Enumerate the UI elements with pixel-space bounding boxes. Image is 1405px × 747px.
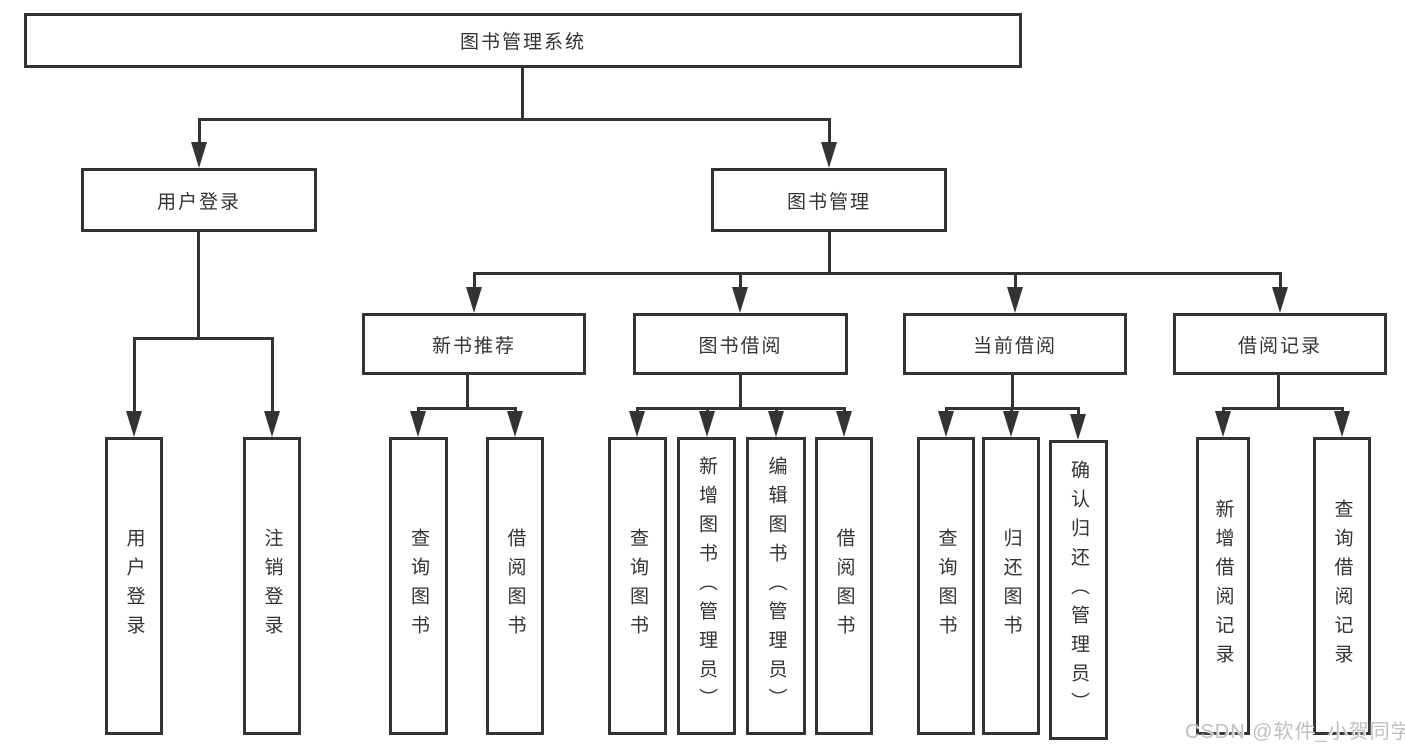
node-book-management: 图书管理 bbox=[711, 168, 947, 232]
node-current-borrow-label: 当前借阅 bbox=[972, 335, 1057, 357]
node-book-management-label: 图书管理 bbox=[786, 191, 871, 213]
connector-records-rail bbox=[1222, 407, 1342, 410]
node-library-management-system: 图书管理系统 bbox=[24, 13, 1022, 68]
leaf-borrow-borrow-books: 借阅图书 bbox=[815, 437, 873, 735]
arrowhead-to-borrow-query bbox=[629, 411, 645, 437]
connector-drop-leaf-login bbox=[133, 337, 136, 413]
arrowhead-to-leaf-login bbox=[126, 411, 142, 437]
node-new-book-recommend-label: 新书推荐 bbox=[431, 335, 516, 357]
leaf-user-login-label: 用户登录 bbox=[123, 528, 145, 644]
arrowhead-to-borrow-records bbox=[1272, 287, 1288, 313]
arrowhead-to-leaf-logout bbox=[264, 411, 280, 437]
node-new-book-recommend: 新书推荐 bbox=[362, 313, 586, 375]
leaf-records-query-record-label: 查询借阅记录 bbox=[1331, 499, 1353, 673]
leaf-recommend-borrow-books-label: 借阅图书 bbox=[504, 528, 526, 644]
connector-user-login-rail bbox=[133, 337, 273, 340]
node-book-borrow: 图书借阅 bbox=[633, 313, 848, 375]
leaf-logout: 注销登录 bbox=[243, 437, 301, 735]
arrowhead-to-recommend-borrow bbox=[507, 411, 523, 437]
connector-drop-leaf-logout bbox=[271, 337, 274, 413]
connector-records-stem bbox=[1277, 375, 1280, 407]
leaf-borrow-borrow-books-label: 借阅图书 bbox=[833, 528, 855, 644]
leaf-current-query-books: 查询图书 bbox=[917, 437, 975, 735]
connector-user-login-stem bbox=[197, 232, 200, 337]
connector-borrow-stem bbox=[739, 375, 742, 407]
node-book-borrow-label: 图书借阅 bbox=[698, 335, 783, 357]
arrowhead-to-records-query bbox=[1334, 411, 1350, 437]
connector-current-stem bbox=[1011, 375, 1014, 407]
node-borrow-records: 借阅记录 bbox=[1173, 313, 1387, 375]
arrowhead-to-borrow-edit bbox=[768, 411, 784, 437]
leaf-current-return-books-label: 归还图书 bbox=[1000, 528, 1022, 644]
leaf-borrow-query-books-label: 查询图书 bbox=[627, 528, 648, 644]
arrowhead-to-current-query bbox=[938, 411, 954, 437]
leaf-recommend-query-books: 查询图书 bbox=[389, 437, 448, 735]
leaf-recommend-borrow-books: 借阅图书 bbox=[486, 437, 544, 735]
arrowhead-to-new-book-recommend bbox=[466, 287, 482, 313]
connector-book-management-rail bbox=[473, 272, 1281, 275]
node-user-login: 用户登录 bbox=[81, 168, 317, 232]
connector-borrow-rail bbox=[636, 407, 845, 410]
arrowhead-to-book-borrow bbox=[732, 287, 748, 313]
leaf-borrow-edit-books: 编辑图书（管理员） bbox=[746, 437, 806, 735]
arrowhead-to-current-borrow bbox=[1007, 287, 1023, 313]
connector-drop-current-confirm bbox=[1077, 407, 1080, 418]
leaf-borrow-add-books-label: 新增图书（管理员） bbox=[696, 455, 717, 717]
leaf-borrow-edit-books-label: 编辑图书（管理员） bbox=[765, 455, 787, 717]
arrowhead-to-book-management bbox=[821, 142, 837, 168]
connector-recommend-rail bbox=[417, 407, 516, 410]
connector-drop-user-login bbox=[198, 118, 201, 144]
leaf-borrow-query-books: 查询图书 bbox=[608, 437, 667, 735]
connector-drop-borrow-records bbox=[1279, 272, 1282, 289]
leaf-current-return-books: 归还图书 bbox=[982, 437, 1040, 735]
leaf-current-confirm-return-label: 确认归还（管理员） bbox=[1068, 459, 1089, 721]
leaf-current-query-books-label: 查询图书 bbox=[935, 528, 957, 644]
arrowhead-to-user-login bbox=[191, 142, 207, 168]
arrowhead-to-current-return bbox=[1003, 411, 1019, 437]
connector-root-rail bbox=[198, 118, 831, 121]
leaf-logout-label: 注销登录 bbox=[261, 528, 283, 644]
leaf-records-add-record: 新增借阅记录 bbox=[1196, 437, 1250, 735]
connector-drop-current-borrow bbox=[1014, 272, 1017, 289]
connector-drop-book-management bbox=[828, 118, 831, 144]
connector-recommend-stem bbox=[466, 375, 469, 407]
connector-book-management-stem bbox=[828, 232, 831, 272]
arrowhead-to-borrow-borrow bbox=[836, 411, 852, 437]
leaf-borrow-add-books: 新增图书（管理员） bbox=[677, 437, 736, 735]
arrowhead-to-current-confirm bbox=[1070, 414, 1086, 440]
leaf-current-confirm-return: 确认归还（管理员） bbox=[1049, 440, 1108, 740]
connector-root-stem bbox=[521, 68, 524, 118]
arrowhead-to-borrow-add bbox=[699, 411, 715, 437]
arrowhead-to-recommend-query bbox=[410, 411, 426, 437]
node-borrow-records-label: 借阅记录 bbox=[1237, 335, 1322, 357]
leaf-recommend-query-books-label: 查询图书 bbox=[408, 528, 429, 644]
connector-drop-book-borrow bbox=[739, 272, 742, 289]
leaf-records-query-record: 查询借阅记录 bbox=[1313, 437, 1371, 735]
node-library-management-system-label: 图书管理系统 bbox=[459, 32, 586, 53]
watermark: CSDN @软件_小贺同学 bbox=[1185, 721, 1405, 743]
leaf-records-add-record-label: 新增借阅记录 bbox=[1212, 499, 1234, 673]
node-user-login-label: 用户登录 bbox=[156, 191, 241, 213]
connector-drop-new-book-recommend bbox=[473, 272, 476, 289]
leaf-user-login: 用户登录 bbox=[105, 437, 163, 735]
node-current-borrow: 当前借阅 bbox=[903, 313, 1127, 375]
arrowhead-to-records-add bbox=[1215, 411, 1231, 437]
